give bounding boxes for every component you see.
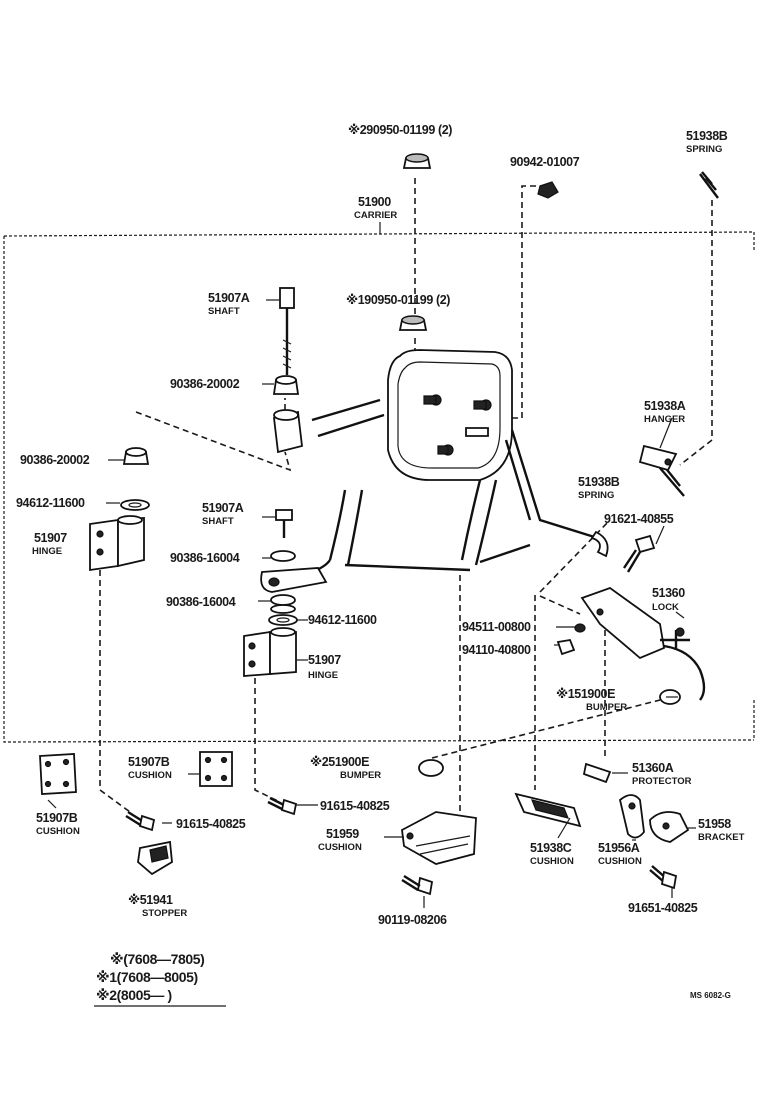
label-cushion-3: CUSHION bbox=[318, 842, 362, 853]
label-51958: 51958 bbox=[698, 817, 731, 831]
label-51907-2: 51907 bbox=[308, 653, 341, 667]
label-cushion-4: CUSHION bbox=[530, 856, 574, 867]
label-hinge-2: HINGE bbox=[308, 670, 338, 681]
label-94612-b: 94612-11600 bbox=[308, 613, 377, 627]
label-shaft-2: SHAFT bbox=[202, 516, 234, 527]
label-bracket: BRACKET bbox=[698, 832, 745, 843]
label-spring-mid: SPRING bbox=[578, 490, 614, 501]
label-51938B-top: 51938B bbox=[686, 129, 728, 143]
legend-line-2: ※2(8005— ) bbox=[96, 987, 172, 1003]
label-51907A-1: 51907A bbox=[208, 291, 250, 305]
label-shaft-1: SHAFT bbox=[208, 306, 240, 317]
carrier-frame bbox=[3, 231, 755, 743]
legend-line-0: ※(7608—7805) bbox=[110, 951, 204, 967]
label-stopper: STOPPER bbox=[142, 908, 187, 919]
label-94511: 94511-00800 bbox=[462, 620, 531, 634]
label-51907B-1: 51907B bbox=[128, 755, 170, 769]
small-parts bbox=[39, 153, 719, 896]
label-90386-16004-b: 90386-16004 bbox=[166, 595, 236, 609]
carrier-body bbox=[260, 349, 609, 593]
label-91621: 91621-40855 bbox=[604, 512, 674, 526]
label-cushion-2: CUSHION bbox=[36, 826, 80, 837]
label-94110: 94110-40800 bbox=[462, 643, 531, 657]
label-protector: PROTECTOR bbox=[632, 776, 692, 787]
label-51938B-mid: 51938B bbox=[578, 475, 620, 489]
leader-lines bbox=[47, 299, 696, 908]
label-51900: 51900 bbox=[358, 195, 391, 209]
label-51959: 51959 bbox=[326, 827, 359, 841]
label-hanger: HANGER bbox=[644, 414, 685, 425]
label-90386-20002-b: 90386-20002 bbox=[20, 453, 90, 467]
label-cushion-1: CUSHION bbox=[128, 770, 172, 781]
label-51941: ※51941 bbox=[128, 893, 173, 907]
label-51956A: 51956A bbox=[598, 841, 640, 855]
label-91615-b: 91615-40825 bbox=[320, 799, 390, 813]
legend-line-1: ※1(7608—8005) bbox=[96, 969, 198, 985]
label-bumper-2: BUMPER bbox=[340, 770, 381, 781]
label-90942: 90942-01007 bbox=[510, 155, 580, 169]
label-90386-16004-a: 90386-16004 bbox=[170, 551, 240, 565]
label-91615-a: 91615-40825 bbox=[176, 817, 246, 831]
label-lock: LOCK bbox=[652, 602, 679, 613]
label-94612-a: 94612-11600 bbox=[16, 496, 85, 510]
label-carrier: CARRIER bbox=[354, 210, 397, 221]
diagram-code: MS 6082-G bbox=[690, 991, 731, 1000]
label-51900E-2: ※251900E bbox=[310, 755, 369, 769]
label-90119: 90119-08206 bbox=[378, 913, 447, 927]
label-51907A-2: 51907A bbox=[202, 501, 244, 515]
label-90950-2: ※290950-01199 (2) bbox=[348, 123, 452, 137]
label-51938A: 51938A bbox=[644, 399, 686, 413]
assembly-lines bbox=[99, 178, 713, 820]
label-51907-1: 51907 bbox=[34, 531, 67, 545]
label-cushion-5: CUSHION bbox=[598, 856, 642, 867]
label-51900E-1: ※151900E bbox=[556, 687, 615, 701]
label-51938C: 51938C bbox=[530, 841, 572, 855]
label-51360A: 51360A bbox=[632, 761, 674, 775]
label-90386-20002-a: 90386-20002 bbox=[170, 377, 240, 391]
part-labels: ※290950-01199 (2) 90942-01007 51938B SPR… bbox=[16, 123, 745, 927]
label-91651: 91651-40825 bbox=[628, 901, 698, 915]
label-51360: 51360 bbox=[652, 586, 685, 600]
label-51907B-2: 51907B bbox=[36, 811, 78, 825]
label-hinge-1: HINGE bbox=[32, 546, 62, 557]
label-bumper-1: BUMPER bbox=[586, 702, 627, 713]
label-spring-top: SPRING bbox=[686, 144, 722, 155]
label-90950-1: ※190950-01199 (2) bbox=[346, 293, 450, 307]
legend: ※(7608—7805) ※1(7608—8005) ※2(8005— ) bbox=[94, 951, 226, 1007]
